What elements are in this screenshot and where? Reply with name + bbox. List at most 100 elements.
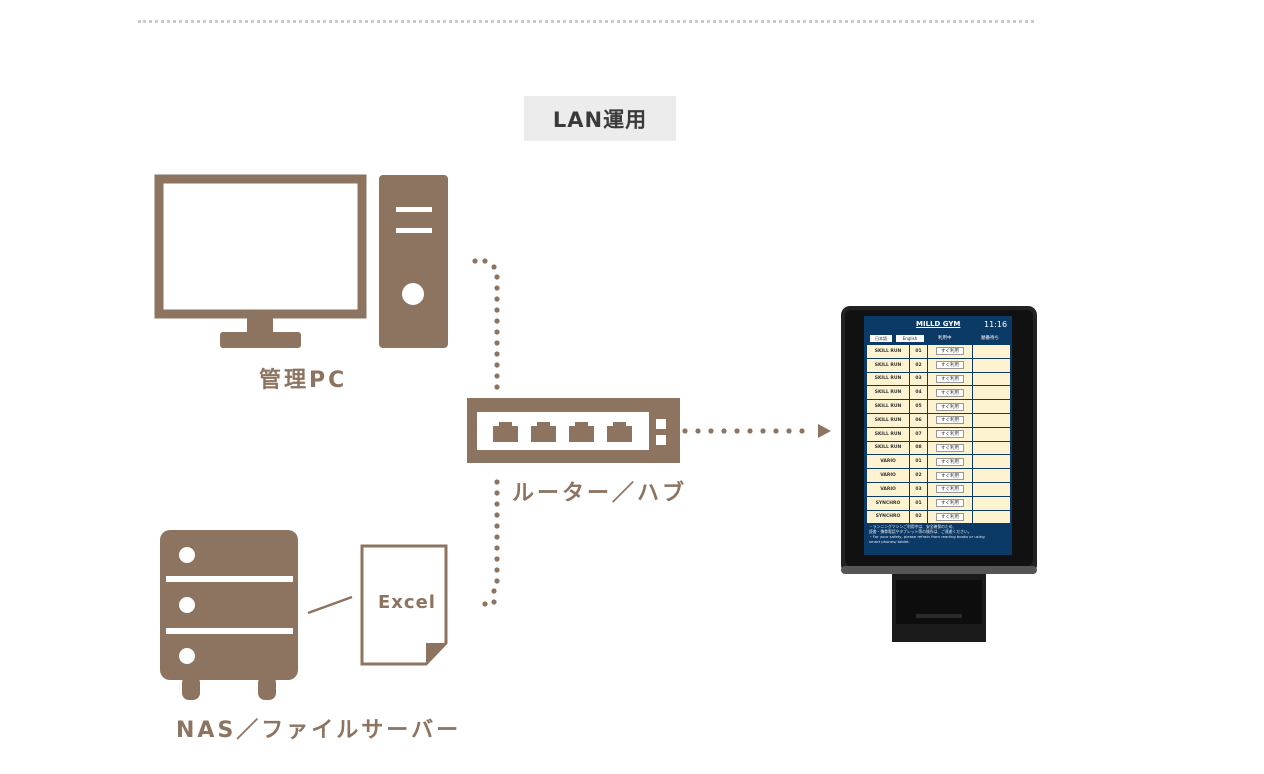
status-cell: すぐ利用: [927, 358, 972, 372]
status-button[interactable]: すぐ利用: [936, 512, 964, 521]
machine-number: 05: [909, 400, 927, 413]
status-button[interactable]: すぐ利用: [936, 443, 964, 452]
lang-en-button[interactable]: English: [896, 335, 924, 342]
wait-cell: [972, 469, 1010, 482]
wait-cell: [972, 345, 1010, 358]
top-dotted-divider: [138, 20, 1034, 23]
status-button[interactable]: すぐ利用: [936, 499, 964, 508]
status-cell: すぐ利用: [927, 482, 972, 496]
status-button[interactable]: すぐ利用: [936, 430, 964, 439]
wait-cell: [972, 413, 1010, 427]
lan-badge: LAN運用: [524, 96, 676, 141]
machine-name: SKILL RUN: [867, 400, 909, 413]
machine-number: 01: [909, 345, 927, 358]
machine-number: 02: [909, 510, 927, 524]
wait-cell: [972, 496, 1010, 510]
status-button[interactable]: すぐ利用: [936, 388, 964, 397]
wait-cell: [972, 386, 1010, 400]
excel-document-icon: [360, 544, 448, 666]
machine-name: VARIO: [867, 469, 909, 482]
machine-number: 01: [909, 496, 927, 510]
network-connectors: [472, 258, 831, 607]
status-button[interactable]: すぐ利用: [936, 457, 964, 466]
machine-name: SKILL RUN: [867, 358, 909, 372]
excel-label: Excel: [378, 592, 436, 613]
machine-name: SKILL RUN: [867, 386, 909, 400]
wait-cell: [972, 372, 1010, 386]
machine-number: 02: [909, 469, 927, 482]
machine-name: SKILL RUN: [867, 441, 909, 455]
screen-safety-note: ・ランニングマシンご利用中は、安全確保のため、読書・携帯電話やタブレット等の操作…: [869, 524, 1009, 544]
note-line: ・For your safety, please refrain from re…: [869, 534, 985, 539]
machine-number: 02: [909, 358, 927, 372]
machine-name: SKILL RUN: [867, 427, 909, 441]
machine-name: SKILL RUN: [867, 372, 909, 386]
note-line: ・ランニングマシンご利用中は、安全確保のため、: [869, 524, 957, 529]
pc-label: 管理PC: [259, 368, 348, 393]
wait-cell: [972, 482, 1010, 496]
machine-number: 06: [909, 413, 927, 427]
status-cell: すぐ利用: [927, 510, 972, 524]
nas-label: NAS／ファイルサーバー: [176, 718, 462, 743]
machine-name: SYNCHRO: [867, 510, 909, 524]
wait-cell: [972, 427, 1010, 441]
lang-ja-button[interactable]: 日本語: [870, 335, 892, 342]
status-cell: すぐ利用: [927, 386, 972, 400]
col-wait-header: 順番待ち: [981, 336, 999, 341]
machine-name: SKILL RUN: [867, 345, 909, 358]
status-button[interactable]: すぐ利用: [936, 485, 964, 494]
machine-number: 03: [909, 372, 927, 386]
router-label: ルーター／ハブ: [512, 481, 688, 506]
nas-server-icon: [160, 530, 298, 700]
nas-excel-link: [307, 595, 353, 615]
machine-name: VARIO: [867, 482, 909, 496]
machine-name: VARIO: [867, 455, 909, 469]
wait-cell: [972, 455, 1010, 469]
status-cell: すぐ利用: [927, 345, 972, 358]
machine-number: 03: [909, 482, 927, 496]
status-cell: すぐ利用: [927, 496, 972, 510]
machine-number: 07: [909, 427, 927, 441]
machine-number: 08: [909, 441, 927, 455]
status-button[interactable]: すぐ利用: [936, 374, 964, 383]
kiosk-screen: MILLD GYM 11:16 日本語 English 利用中 順番待ち SKI…: [864, 316, 1012, 555]
machine-number: 01: [909, 455, 927, 469]
status-button[interactable]: すぐ利用: [936, 361, 964, 370]
wait-cell: [972, 510, 1010, 524]
note-line: smart phones/ tablet.: [869, 539, 910, 544]
status-cell: すぐ利用: [927, 413, 972, 427]
wait-cell: [972, 441, 1010, 455]
status-cell: すぐ利用: [927, 469, 972, 482]
wait-cell: [972, 358, 1010, 372]
router-hub-icon: [467, 398, 680, 463]
status-cell: すぐ利用: [927, 441, 972, 455]
status-cell: すぐ利用: [927, 427, 972, 441]
status-cell: すぐ利用: [927, 372, 972, 386]
status-button[interactable]: すぐ利用: [936, 347, 964, 356]
machine-name: SYNCHRO: [867, 496, 909, 510]
col-in-use-header: 利用中: [938, 336, 952, 341]
screen-clock: 11:16: [984, 320, 1008, 329]
status-button[interactable]: すぐ利用: [936, 471, 964, 480]
machine-number: 04: [909, 386, 927, 400]
status-cell: すぐ利用: [927, 400, 972, 413]
status-button[interactable]: すぐ利用: [936, 416, 964, 425]
status-cell: すぐ利用: [927, 455, 972, 469]
status-button[interactable]: すぐ利用: [936, 402, 964, 411]
screen-gym-title: MILLD GYM: [916, 320, 961, 328]
wait-cell: [972, 400, 1010, 413]
